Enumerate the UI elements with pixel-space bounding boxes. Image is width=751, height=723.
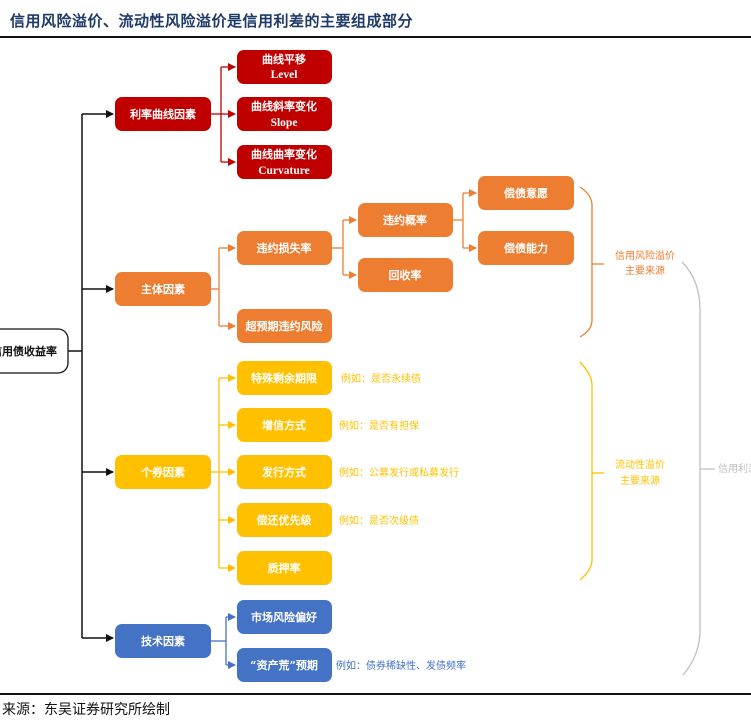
factor-technical: 技术因素 xyxy=(115,624,211,658)
example-note: 例如：是否有担保 xyxy=(339,419,419,432)
bracket-note-line1: 信用风险溢价 xyxy=(615,249,675,262)
node-label: 发行方式 xyxy=(261,465,306,479)
node-ability-to-pay: 偿债能力 xyxy=(478,231,574,265)
example-note: 例如：是否永续债 xyxy=(341,372,421,385)
node-unexpected-default-risk: 超预期违约风险 xyxy=(237,309,332,343)
node-label: 偿债意愿 xyxy=(504,186,548,200)
node-sublabel: Level xyxy=(271,69,298,81)
credit-spread-label: 信用利差 xyxy=(718,462,751,475)
node-loss-given-default: 违约损失率 xyxy=(237,231,332,265)
node-credit-enhancement: 增信方式 xyxy=(237,408,332,442)
example-note: 例如：债券稀缺性、发债频率 xyxy=(336,659,466,672)
node-label: 偿债能力 xyxy=(504,241,548,255)
node-label: 回收率 xyxy=(389,268,422,282)
node-willingness-to-pay: 偿债意愿 xyxy=(478,176,574,210)
node-label: 曲线斜率变化 xyxy=(251,99,317,113)
node-default-probability: 违约概率 xyxy=(358,203,453,237)
node-label: 曲线平移 xyxy=(262,52,306,66)
source-caption: 来源：东吴证券研究所绘制 xyxy=(2,702,170,718)
node-label: 违约概率 xyxy=(383,213,427,227)
factor-label: 主体因素 xyxy=(141,282,185,296)
node-slope: 曲线斜率变化 Slope xyxy=(237,97,332,131)
security-connectors xyxy=(211,374,236,572)
factor-label: 个券因素 xyxy=(140,465,185,479)
node-recovery-rate: 回收率 xyxy=(358,258,453,292)
factor-rate-curve: 利率曲线因素 xyxy=(115,97,211,131)
node-label: 超预期违约风险 xyxy=(245,319,324,333)
credit-risk-bracket: 信用风险溢价 主要来源 xyxy=(579,186,675,338)
page-title: 信用风险溢价、流动性风险溢价是信用利差的主要组成部分 xyxy=(10,12,414,30)
node-repayment-priority: 偿还优先级 xyxy=(237,503,332,537)
bracket-note-line1: 流动性溢价 xyxy=(615,458,665,471)
node-pledge-rate: 质押率 xyxy=(237,551,332,585)
example-note: 例如：是否次级债 xyxy=(339,514,419,527)
technical-connectors xyxy=(211,613,236,669)
node-label: 曲线曲率变化 xyxy=(251,147,317,161)
node-label: 偿还优先级 xyxy=(257,513,313,527)
factor-security: 个券因素 xyxy=(115,455,211,489)
node-label: 市场风险偏好 xyxy=(251,610,317,624)
node-market-risk-appetite: 市场风险偏好 xyxy=(237,600,332,634)
root-label: 信用债收益率 xyxy=(0,344,57,358)
top-divider xyxy=(0,36,751,38)
root-node: 信用债收益率 xyxy=(0,328,69,374)
node-issuance-method: 发行方式 xyxy=(237,455,332,489)
node-asset-shortage-expectation: “资产荒”预期 xyxy=(237,648,332,682)
factor-issuer: 主体因素 xyxy=(115,272,211,306)
credit-spread-bracket: 信用利差 xyxy=(681,261,751,676)
node-level: 曲线平移 Level xyxy=(237,50,332,84)
node-sublabel: Curvature xyxy=(258,165,310,177)
factor-label: 技术因素 xyxy=(141,634,185,648)
node-curvature: 曲线曲率变化 Curvature xyxy=(237,145,332,179)
node-label: 违约损失率 xyxy=(257,241,312,255)
bottom-divider xyxy=(0,693,751,695)
bracket-note-line2: 主要来源 xyxy=(625,264,665,277)
node-sublabel: Slope xyxy=(271,117,298,129)
liquidity-bracket: 流动性溢价 主要来源 xyxy=(579,361,665,581)
factor-label: 利率曲线因素 xyxy=(130,107,196,121)
root-connectors xyxy=(68,110,114,642)
example-note: 例如：公募发行或私募发行 xyxy=(339,466,459,479)
node-label: 增信方式 xyxy=(262,418,306,432)
node-label: 质押率 xyxy=(268,561,301,575)
issuer-connectors xyxy=(211,189,477,330)
node-label: “资产荒”预期 xyxy=(250,658,318,672)
bracket-note-line2: 主要来源 xyxy=(620,474,660,487)
node-special-maturity: 特殊剩余期限 xyxy=(237,361,332,395)
rate-curve-connectors xyxy=(211,63,236,166)
node-label: 特殊剩余期限 xyxy=(251,371,317,385)
